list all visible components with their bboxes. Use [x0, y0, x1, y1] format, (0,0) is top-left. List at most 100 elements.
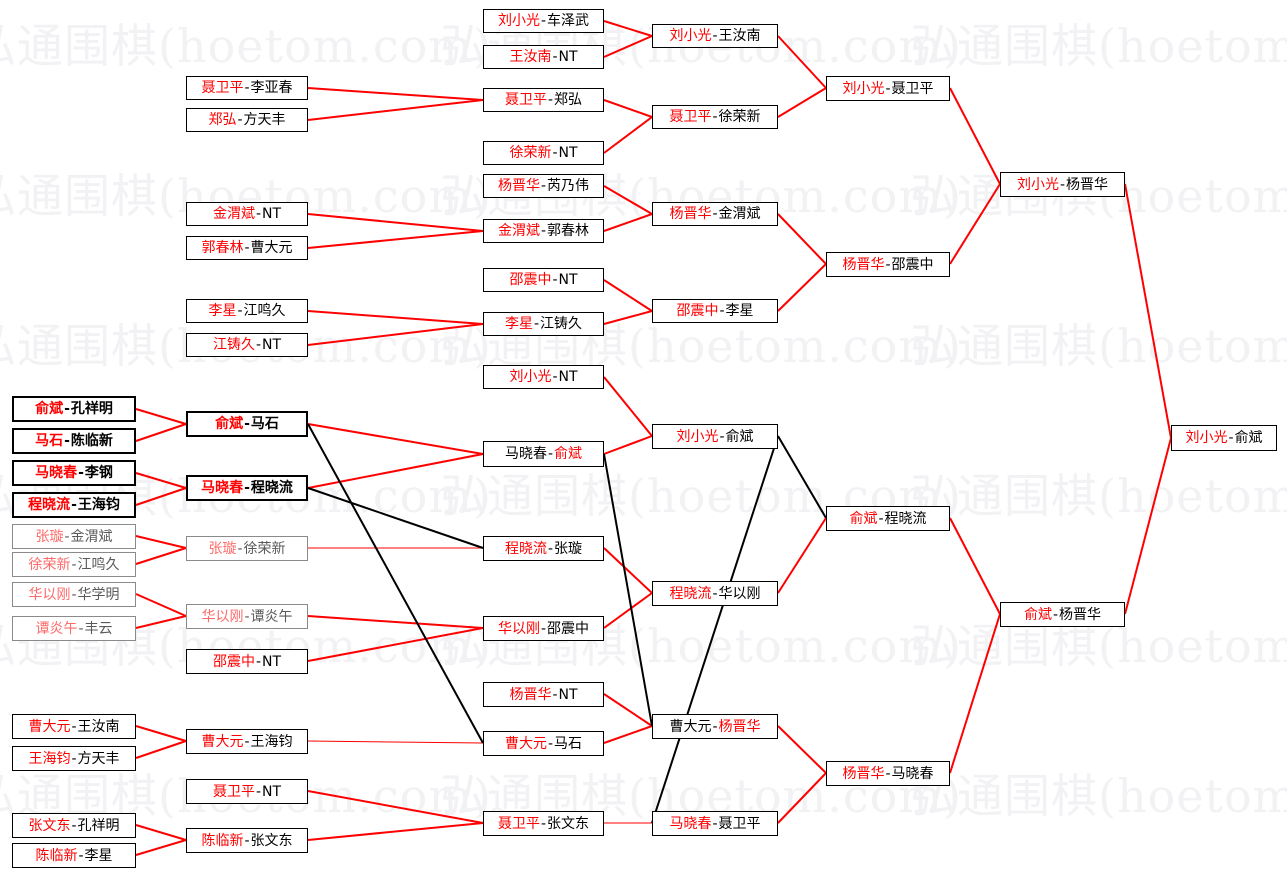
match-node[interactable]: 邵震中-李星 [652, 299, 778, 323]
player-left: 俞斌 [215, 416, 244, 432]
vs-separator: - [255, 206, 262, 222]
player-right: 金渭斌 [718, 206, 761, 222]
player-right: 华学明 [77, 586, 120, 603]
match-node[interactable]: 程晓流-张璇 [483, 536, 604, 561]
player-left: 曹大元 [669, 718, 712, 735]
match-node[interactable]: 徐荣新-NT [483, 141, 604, 165]
bracket-edge [307, 487, 484, 549]
player-left: 邵震中 [212, 653, 255, 670]
match-node[interactable]: 杨晋华-邵震中 [826, 252, 950, 277]
bracket-edge [603, 99, 653, 118]
bracket-edge [603, 185, 653, 215]
player-left: 陈临新 [201, 832, 244, 849]
match-node[interactable]: 聂卫平-徐荣新 [652, 105, 778, 129]
match-node[interactable]: 程晓流-王海钧 [12, 492, 136, 518]
bracket-edge [135, 408, 187, 425]
player-right: NT [262, 337, 282, 353]
vs-separator: - [64, 433, 70, 449]
vs-separator: - [712, 585, 718, 602]
match-node[interactable]: 邵震中-NT [483, 268, 604, 292]
match-node[interactable]: 程晓流-华以刚 [652, 581, 778, 606]
match-node[interactable]: 江铸久-NT [186, 333, 308, 357]
match-node[interactable]: 刘小光-俞斌 [652, 424, 778, 449]
player-left: 杨晋华 [842, 765, 885, 782]
match-node[interactable]: 杨晋华-芮乃伟 [483, 174, 604, 198]
match-node[interactable]: 华以刚-谭炎午 [186, 604, 308, 629]
match-node[interactable]: 李星-江铸久 [483, 312, 604, 336]
match-node[interactable]: 王汝南-NT [483, 45, 604, 69]
match-node[interactable]: 聂卫平-李亚春 [186, 76, 308, 100]
match-node[interactable]: 金渭斌-NT [186, 202, 308, 226]
match-node[interactable]: 金渭斌-郭春林 [483, 219, 604, 243]
match-node[interactable]: 郑弘-方天丰 [186, 108, 308, 132]
vs-separator: - [552, 272, 558, 288]
match-node[interactable]: 刘小光-NT [483, 365, 604, 389]
match-node[interactable]: 谭炎午-丰云 [12, 616, 136, 641]
player-left: 马晓春 [669, 815, 712, 832]
match-node[interactable]: 徐荣新-江鸣久 [12, 552, 136, 577]
match-node[interactable]: 张璇-金渭斌 [12, 524, 136, 549]
vs-separator: - [712, 718, 718, 735]
match-node[interactable]: 马石-陈临新 [12, 428, 136, 454]
vs-separator: - [552, 145, 558, 161]
bracket-edge [307, 740, 484, 744]
player-right: 丰云 [84, 620, 113, 637]
match-node[interactable]: 刘小光-聂卫平 [826, 76, 950, 101]
player-left: 刘小光 [1185, 430, 1228, 446]
player-left: 张文东 [28, 817, 71, 834]
match-node[interactable]: 杨晋华-金渭斌 [652, 202, 778, 226]
match-node[interactable]: 俞斌-马石 [186, 411, 308, 437]
match-node[interactable]: 刘小光-王汝南 [652, 24, 778, 48]
player-left: 张璇 [35, 528, 64, 545]
bracket-edge [307, 87, 484, 101]
match-node[interactable]: 华以刚-华学明 [12, 582, 136, 607]
player-right: 聂卫平 [891, 80, 934, 97]
match-node[interactable]: 曹大元-杨晋华 [652, 714, 778, 739]
match-node[interactable]: 曹大元-王汝南 [12, 714, 136, 739]
match-node[interactable]: 李星-江鸣久 [186, 299, 308, 323]
vs-separator: - [244, 240, 250, 256]
match-node[interactable]: 陈临新-张文东 [186, 828, 308, 853]
player-left: 郑弘 [208, 112, 237, 128]
match-node[interactable]: 杨晋华-马晓春 [826, 761, 950, 786]
player-right: 江铸久 [540, 316, 583, 332]
player-right: NT [262, 783, 282, 800]
match-node[interactable]: 马晓春-聂卫平 [652, 811, 778, 836]
match-node[interactable]: 马晓春-李钢 [12, 460, 136, 486]
match-node[interactable]: 聂卫平-张文东 [483, 811, 604, 836]
bracket-edge [603, 279, 653, 312]
vs-separator: - [71, 497, 77, 513]
match-node[interactable]: 刘小光-杨晋华 [1000, 172, 1125, 197]
match-node[interactable]: 俞斌-杨晋华 [1000, 602, 1125, 627]
match-node[interactable]: 刘小光-车泽武 [483, 9, 604, 33]
match-node[interactable]: 刘小光-俞斌 [1171, 425, 1277, 451]
match-node[interactable]: 俞斌-程晓流 [826, 506, 950, 531]
match-node[interactable]: 张璇-徐荣新 [186, 536, 308, 561]
player-left: 邵震中 [509, 272, 552, 288]
bracket-edge [949, 517, 1001, 615]
player-right: NT [558, 272, 578, 288]
match-node[interactable]: 杨晋华-NT [483, 682, 604, 707]
bracket-edge [307, 423, 484, 455]
match-node[interactable]: 华以刚-邵震中 [483, 616, 604, 641]
player-left: 俞斌 [35, 401, 64, 417]
match-node[interactable]: 聂卫平-NT [186, 779, 308, 804]
match-node[interactable]: 曹大元-王海钧 [186, 729, 308, 754]
player-left: 聂卫平 [669, 109, 712, 125]
match-node[interactable]: 聂卫平-郑弘 [483, 88, 604, 112]
bracket-edge [603, 725, 653, 744]
match-node[interactable]: 张文东-孔祥明 [12, 813, 136, 838]
player-right: 俞斌 [554, 446, 583, 462]
vs-separator: - [712, 109, 718, 125]
match-node[interactable]: 郭春林-曹大元 [186, 236, 308, 260]
player-left: 徐荣新 [509, 145, 552, 161]
match-node[interactable]: 马晓春-俞斌 [483, 441, 604, 467]
match-node[interactable]: 俞斌-孔祥明 [12, 396, 136, 422]
match-node[interactable]: 王海钧-方天丰 [12, 746, 136, 771]
player-left: 马晓春 [504, 446, 547, 462]
match-node[interactable]: 曹大元-马石 [483, 731, 604, 756]
match-node[interactable]: 陈临新-李星 [12, 843, 136, 868]
match-node[interactable]: 邵震中-NT [186, 649, 308, 674]
bracket-edge [307, 822, 484, 841]
match-node[interactable]: 马晓春-程晓流 [186, 475, 308, 501]
